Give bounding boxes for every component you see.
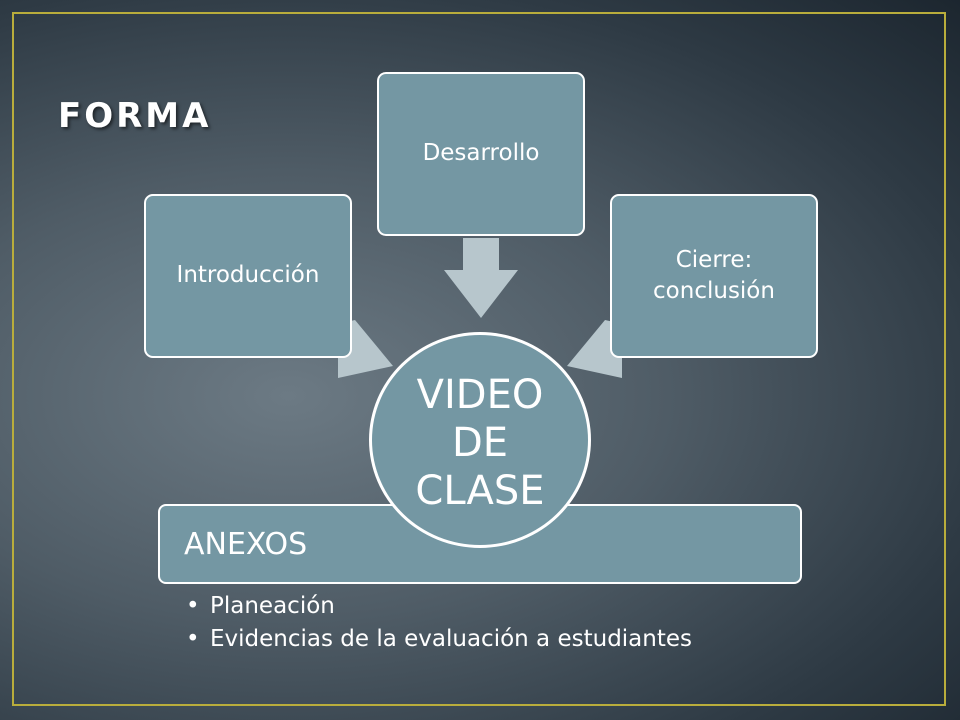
node-desarrollo: Desarrollo — [377, 72, 585, 236]
node-desarrollo-label: Desarrollo — [422, 140, 540, 167]
node-introduccion-label: Introducción — [176, 262, 320, 289]
center-label-line3: CLASE — [415, 468, 545, 514]
node-cierre-label-line1: Cierre: — [675, 246, 753, 273]
bullet-dot-icon: • — [186, 626, 200, 653]
slide-frame — [12, 12, 946, 706]
bullet-text: Planeación — [210, 593, 335, 619]
node-cierre: Cierre: conclusión — [610, 194, 818, 358]
slide-title: FORMA — [58, 96, 212, 136]
bullet-dot-icon: • — [186, 593, 200, 619]
bullet-text: Evidencias de la evaluación a estudiante… — [210, 626, 693, 653]
node-introduccion: Introducción — [144, 194, 352, 358]
center-node-video-de-clase: VIDEO DE CLASE — [369, 332, 591, 548]
arrow-desarrollo-to-center — [444, 238, 518, 318]
node-cierre-label-line2: conclusión — [653, 278, 775, 304]
center-label-line1: VIDEO — [416, 372, 544, 418]
node-anexos-label: ANEXOS — [184, 526, 308, 562]
arrow-cierre-to-center — [567, 320, 622, 378]
anexos-bullet-list: • Planeación • Evidencias de la evaluaci… — [186, 590, 692, 657]
center-label-line2: DE — [451, 420, 509, 466]
bullet-item: • Evidencias de la evaluación a estudian… — [186, 623, 692, 656]
bullet-item: • Planeación — [186, 590, 692, 623]
